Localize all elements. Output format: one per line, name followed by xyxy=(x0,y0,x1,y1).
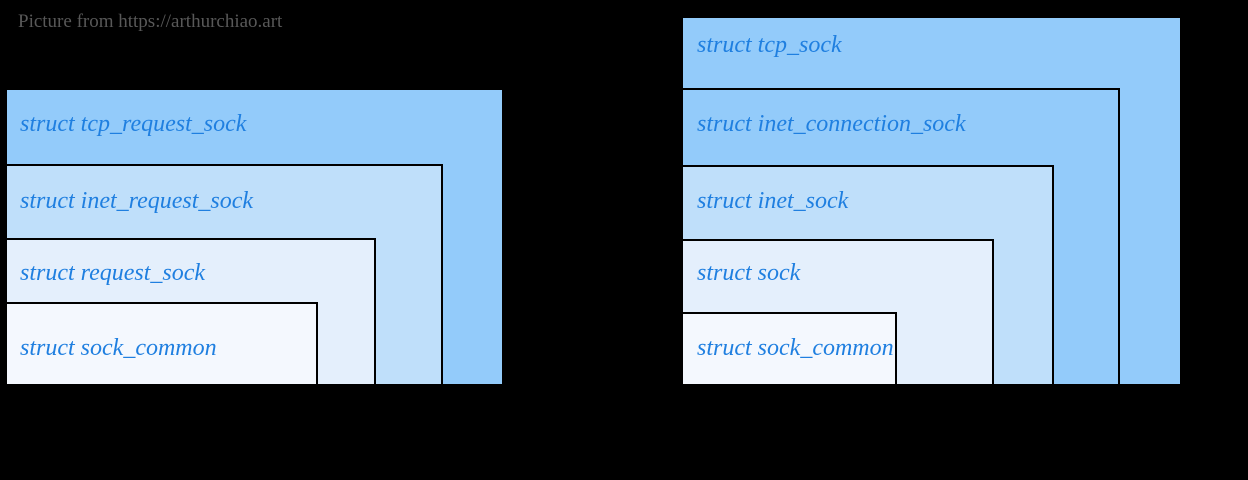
struct-label-inet-sock: struct inet_sock xyxy=(697,188,849,214)
struct-label-sock-common: struct sock_common xyxy=(20,335,217,361)
struct-label-tcp-sock: struct tcp_sock xyxy=(697,32,842,58)
struct-label-request-sock: struct request_sock xyxy=(20,260,206,286)
credit-text: Picture from https://arthurchiao.art xyxy=(18,11,283,32)
struct-label-inet-connection-sock: struct inet_connection_sock xyxy=(697,111,966,137)
struct-label-tcp-request-sock: struct tcp_request_sock xyxy=(20,111,247,137)
struct-box-sock-common xyxy=(5,302,318,386)
struct-label-sock-common: struct sock_common xyxy=(697,335,894,361)
struct-box-sock-common xyxy=(681,312,897,386)
struct-label-inet-request-sock: struct inet_request_sock xyxy=(20,188,254,214)
struct-label-sock: struct sock xyxy=(697,260,801,286)
